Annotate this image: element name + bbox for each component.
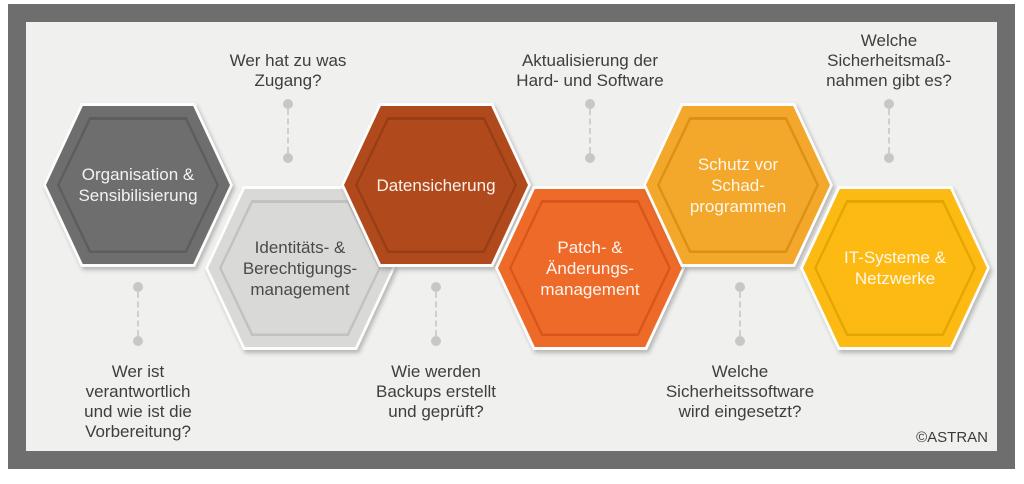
connector-dotted-line <box>884 99 894 163</box>
hexagon-inner-fill <box>816 202 974 334</box>
connector-dot <box>585 153 595 163</box>
connector-dotted-line <box>283 99 293 163</box>
connector-dot <box>585 99 595 109</box>
copyright-label: ©ASTRAN <box>916 429 988 446</box>
connector-dotted-line <box>735 282 745 346</box>
hexagon-it-systeme-netzwerke: IT-Systeme & Netzwerke <box>800 186 990 350</box>
connector-dash <box>739 292 741 336</box>
connector-dotted-line <box>585 99 595 163</box>
connector-dotted-line <box>431 282 441 346</box>
connector-dotted-line <box>133 282 143 346</box>
annotation-zugang: Wer hat zu was Zugang? <box>229 51 347 90</box>
hexagon-inner-fill <box>357 119 515 251</box>
annotation-sicherheitsmassnahmen: Welche Sicherheitsmaß- nahmen gibt es? <box>826 31 952 90</box>
hexagon-label: Datensicherung <box>376 175 496 195</box>
connector-dash <box>589 109 591 153</box>
annotation-aktualisierung: Aktualisierung der Hard- und Software <box>516 51 664 90</box>
hexagon-schutz-vor-schadprogrammen: Schutz vor Schad- programmen <box>643 103 833 267</box>
hexagon-label: Organisation & Sensibilisierung <box>78 165 198 205</box>
connector-dash <box>137 292 139 336</box>
connector-dot <box>283 153 293 163</box>
annotation-sicherheitssoftware: Welche Sicherheitssoftware wird eingeset… <box>665 362 815 421</box>
hexagon-label: Schutz vor Schad- programmen <box>689 154 787 216</box>
connector-dot <box>884 99 894 109</box>
connector-dot <box>283 99 293 109</box>
hexagon-inner-fill <box>511 202 669 334</box>
connector-dash <box>435 292 437 336</box>
connector-dot <box>735 336 745 346</box>
annotation-backups: Wie werden Backups erstellt und geprüft? <box>376 362 496 421</box>
connector-dot <box>884 153 894 163</box>
connector-dot <box>735 282 745 292</box>
hexagon-inner-fill <box>59 119 217 251</box>
connector-dot <box>431 282 441 292</box>
hexagon-inner-fill <box>221 202 379 334</box>
connector-dash <box>287 109 289 153</box>
annotation-verantwortlich: Wer ist verantwortlich und wie ist die V… <box>84 362 192 441</box>
hexagon-organisation-sensibilisierung: Organisation & Sensibilisierung <box>43 103 233 267</box>
connector-dot <box>133 282 143 292</box>
connector-dash <box>888 109 890 153</box>
connector-dot <box>133 336 143 346</box>
hexagon-inner-fill <box>659 119 817 251</box>
hexagon-label: Patch- & Änderungs- management <box>540 237 640 299</box>
hexagon-patch-aenderungsmanagement: Patch- & Änderungs- management <box>495 186 685 350</box>
hexagon-datensicherung: Datensicherung <box>341 103 531 267</box>
connector-dot <box>431 336 441 346</box>
hexagon-label: Identitäts- & Berechtigungs- management <box>242 237 358 299</box>
hexagon-label: IT-Systeme & Netzwerke <box>843 248 947 288</box>
